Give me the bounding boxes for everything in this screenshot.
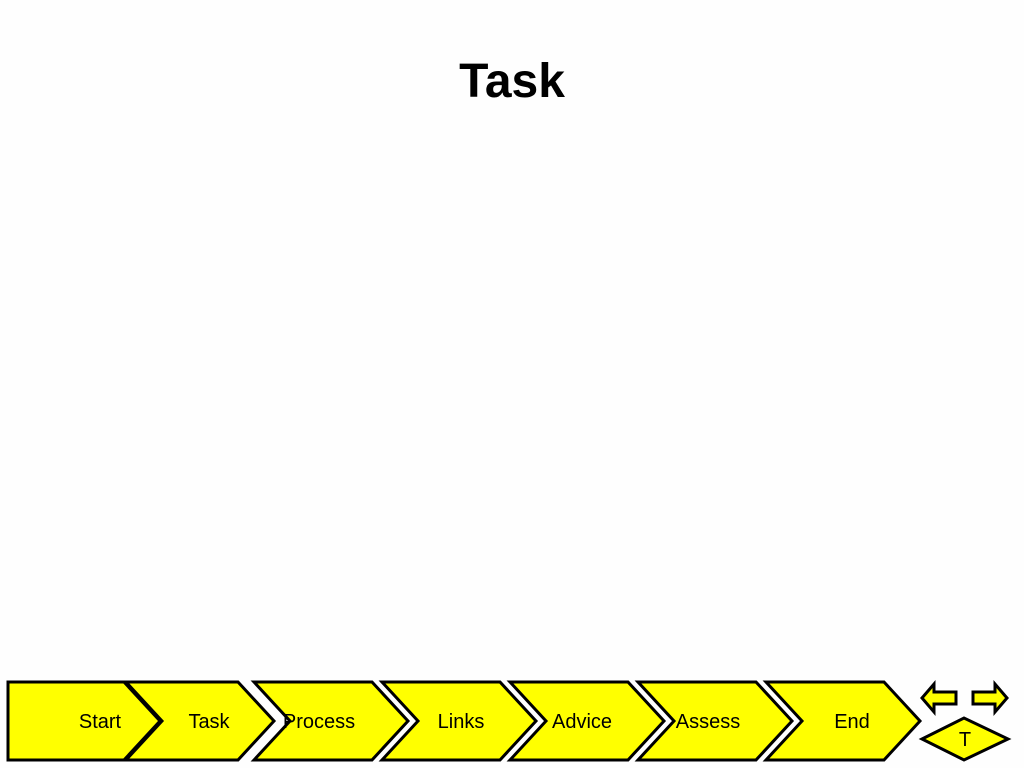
back-button[interactable]: [920, 679, 958, 717]
page-title: Task: [459, 55, 565, 108]
nav-step-process[interactable]: Process: [250, 680, 411, 762]
nav-step-advice[interactable]: Advice: [506, 680, 667, 762]
nav-step-label: Assess: [676, 711, 740, 733]
nav-step-assess[interactable]: Assess: [634, 680, 795, 762]
nav-step-label: Advice: [552, 711, 612, 733]
nav-step-links[interactable]: Links: [378, 680, 539, 762]
right-arrow-icon: [971, 679, 1009, 717]
forward-button[interactable]: [971, 679, 1009, 717]
nav-step-label: Start: [79, 711, 122, 733]
nav-step-label: Task: [188, 711, 230, 733]
home-button-label: T: [959, 729, 971, 751]
nav-step-end[interactable]: End: [762, 680, 923, 762]
left-arrow-icon: [920, 679, 958, 717]
home-button[interactable]: T: [918, 716, 1012, 762]
diamond-icon: [918, 716, 1012, 762]
nav-step-task[interactable]: Task: [122, 680, 277, 762]
nav-step-label: End: [834, 711, 870, 733]
nav-step-label: Links: [438, 711, 485, 733]
nav-step-label: Process: [283, 711, 355, 733]
